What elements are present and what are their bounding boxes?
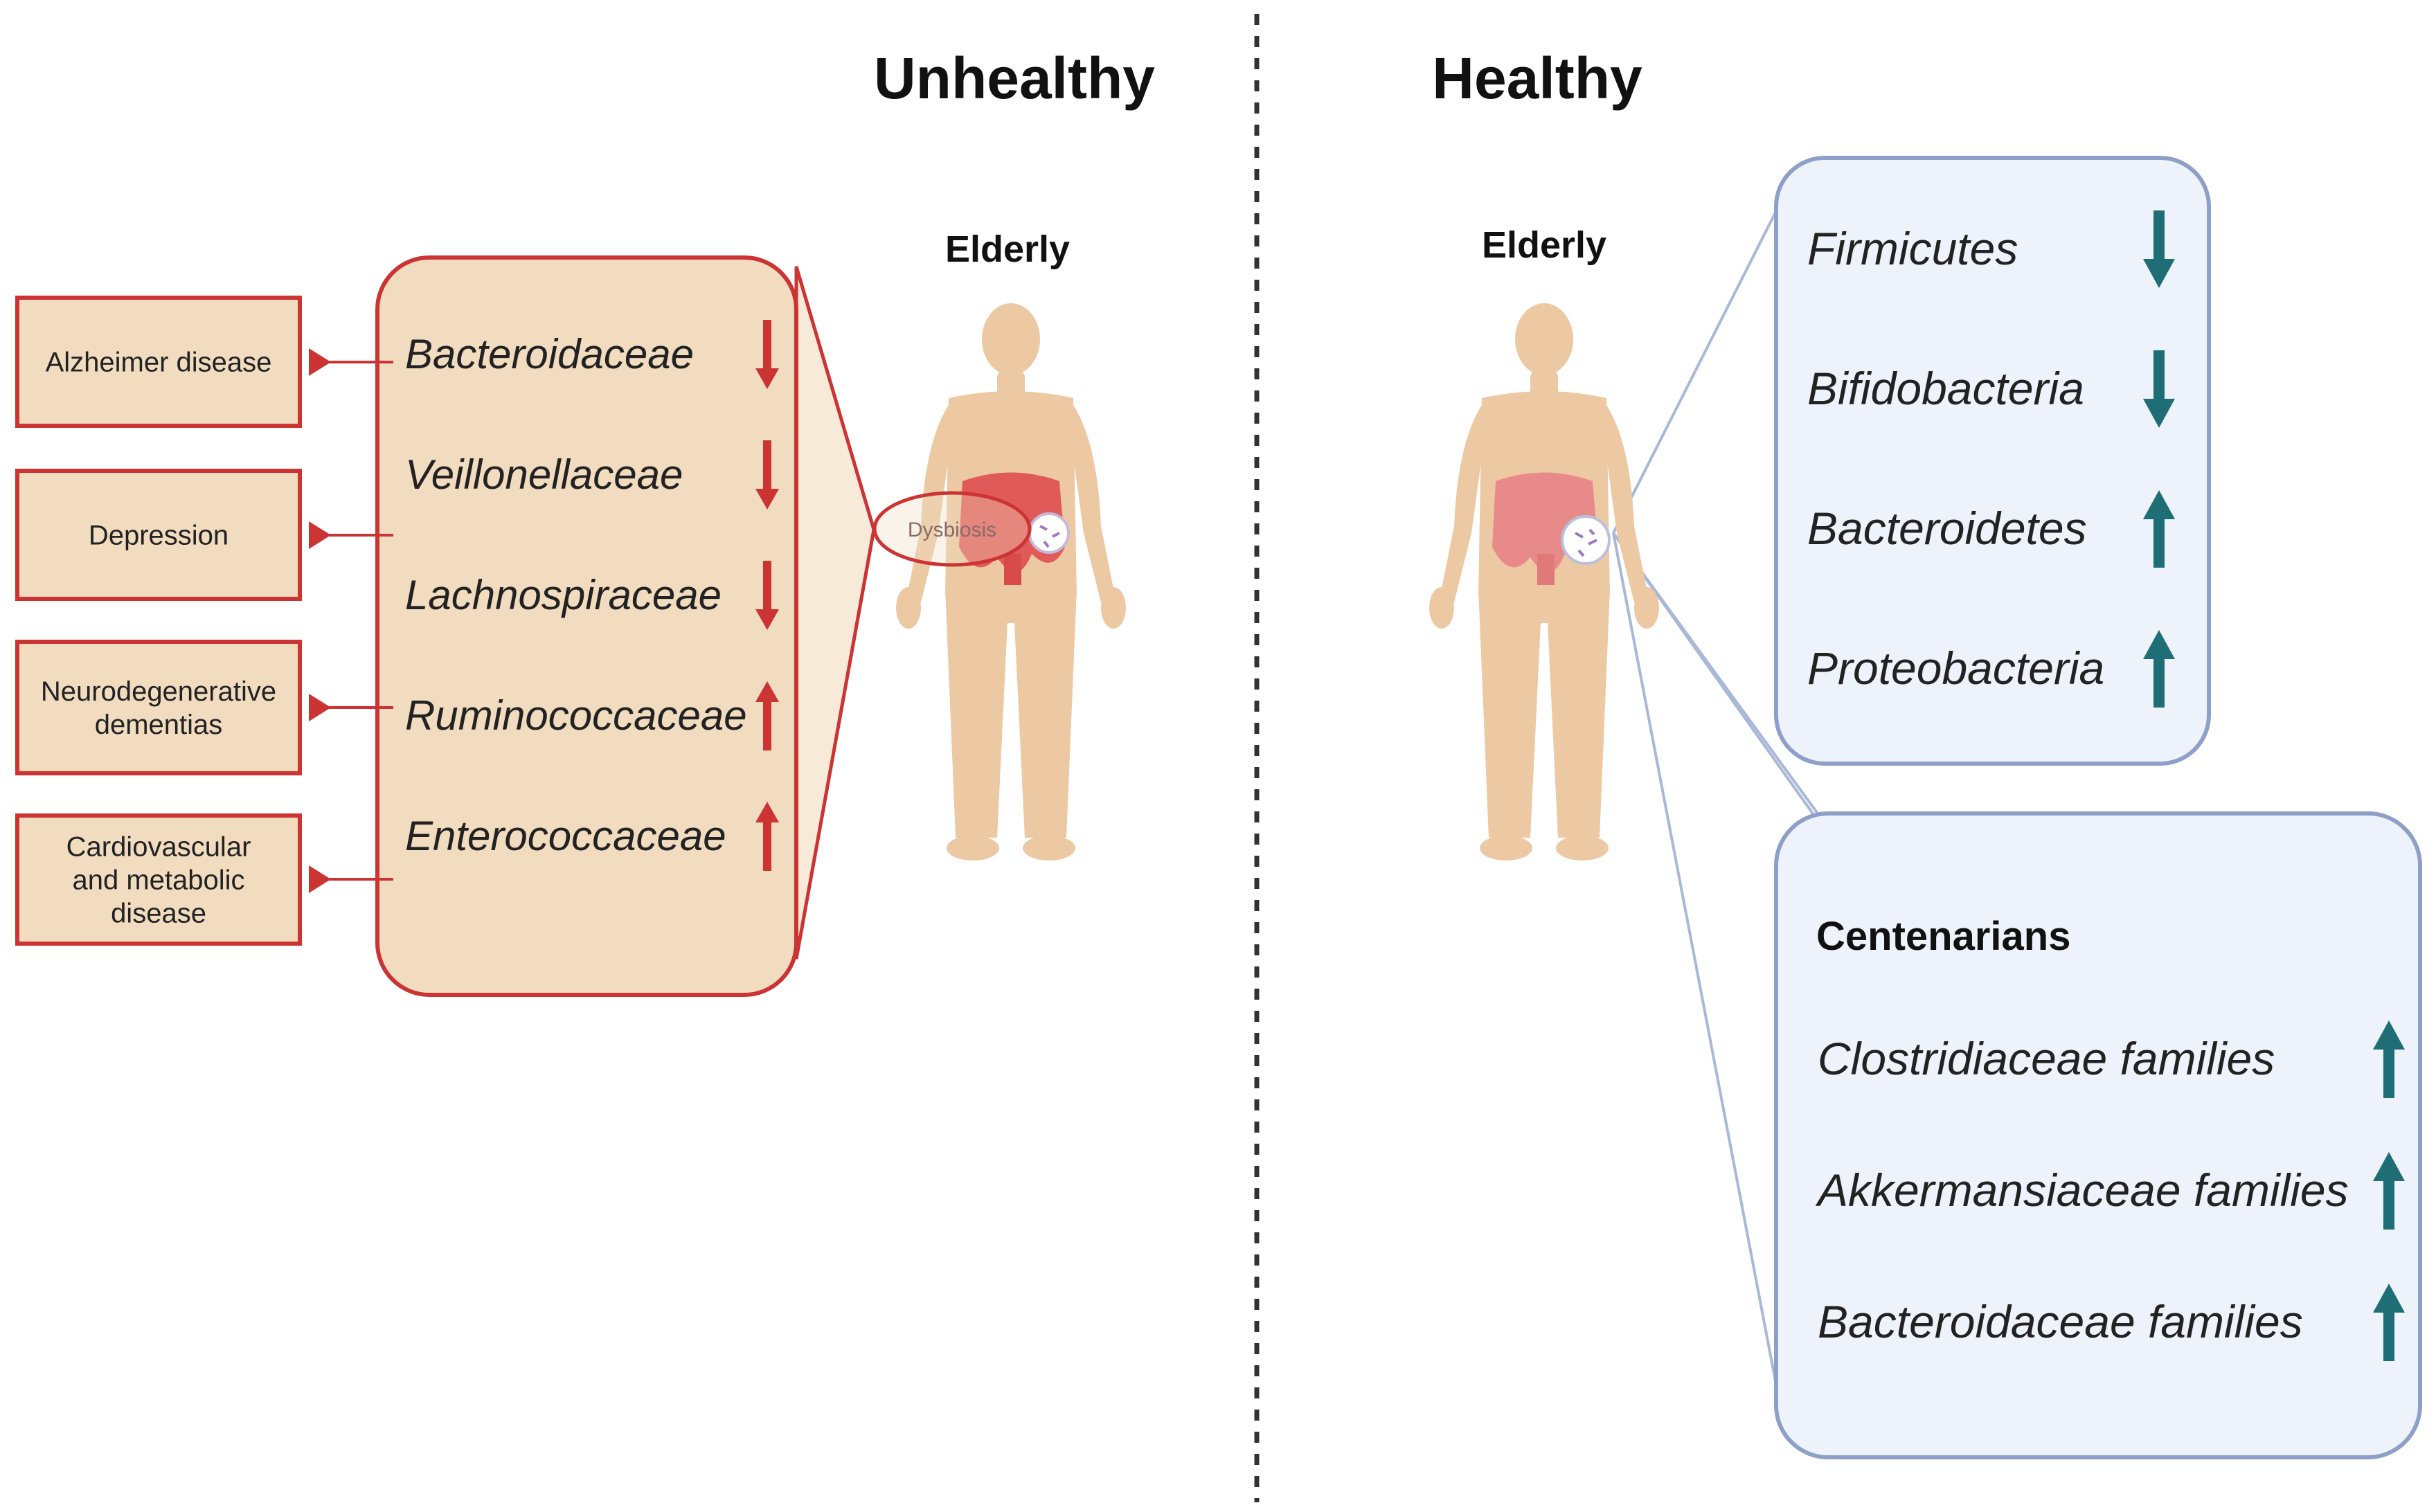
disease-label: dementias — [95, 710, 223, 740]
disease-label: disease — [111, 899, 206, 929]
disease-label: and metabolic — [72, 865, 244, 896]
centenarian-taxon: Clostridiaceae families — [1818, 1033, 2275, 1084]
unhealthy-elderly-label: Elderly — [945, 228, 1070, 270]
disease-label: Alzheimer disease — [46, 348, 272, 378]
arrow-up-icon — [2143, 630, 2175, 708]
healthy-taxon: Bifidobacteria — [1807, 363, 2084, 414]
healthy-taxa-box — [1774, 156, 2211, 766]
arrow-up-icon — [2373, 1020, 2405, 1098]
arrow-down-icon — [755, 561, 779, 630]
healthy-taxon: Bacteroidetes — [1807, 503, 2087, 554]
arrow-down-icon — [2143, 210, 2175, 288]
disease-box — [15, 296, 302, 428]
healthy-taxon: Firmicutes — [1807, 223, 2018, 274]
healthy-taxon: Proteobacteria — [1807, 642, 2104, 694]
healthy-elderly-label: Elderly — [1482, 224, 1606, 266]
unhealthy-taxon: Veillonellaceae — [405, 451, 683, 498]
unhealthy-taxa-box — [375, 255, 798, 997]
arrow-down-icon — [755, 320, 779, 389]
unhealthy-human-figure — [896, 303, 1126, 861]
unhealthy-taxon: Enterococcaceae — [405, 813, 726, 859]
arrow-up-icon — [2143, 490, 2175, 568]
healthy-human-figure — [1429, 303, 1659, 861]
unhealthy-title: Unhealthy — [874, 46, 1155, 111]
disease-box — [15, 469, 302, 601]
dysbiosis-oval — [872, 491, 1032, 567]
healthy-callout-line-bottom — [1612, 532, 1777, 1385]
disease-label: Neurodegenerative — [41, 676, 276, 707]
unhealthy-taxon: Lachnospiraceae — [405, 572, 722, 618]
dysbiosis-label: Dysbiosis — [908, 519, 996, 541]
arrow-up-icon — [755, 802, 779, 871]
unhealthy-taxon: Bacteroidaceae — [405, 331, 694, 377]
disease-box — [15, 813, 302, 946]
disease-box — [15, 640, 302, 775]
disease-label: Depression — [89, 521, 229, 551]
arrow-up-icon — [2373, 1284, 2405, 1361]
healthy-callout-line-top — [1612, 210, 1777, 534]
centenarians-box — [1774, 811, 2422, 1459]
centenarians-heading: Centenarians — [1816, 914, 2070, 959]
microbe-magnifier-icon — [1561, 515, 1611, 565]
healthy-callout-line-low — [1612, 532, 1819, 822]
unhealthy-callout — [794, 266, 876, 960]
microbe-magnifier-icon — [1028, 512, 1070, 554]
arrow-down-icon — [755, 440, 779, 510]
arrow-up-icon — [755, 681, 779, 750]
arrow-up-icon — [2373, 1152, 2405, 1230]
disease-label: Cardiovascular — [66, 832, 251, 863]
centenarian-taxon: Bacteroidaceae families — [1818, 1296, 2303, 1347]
centenarian-taxon: Akkermansiaceae families — [1815, 1164, 2349, 1216]
healthy-title: Healthy — [1432, 46, 1642, 111]
unhealthy-taxon: Ruminococcaceae — [405, 692, 747, 739]
arrow-down-icon — [2143, 350, 2175, 428]
